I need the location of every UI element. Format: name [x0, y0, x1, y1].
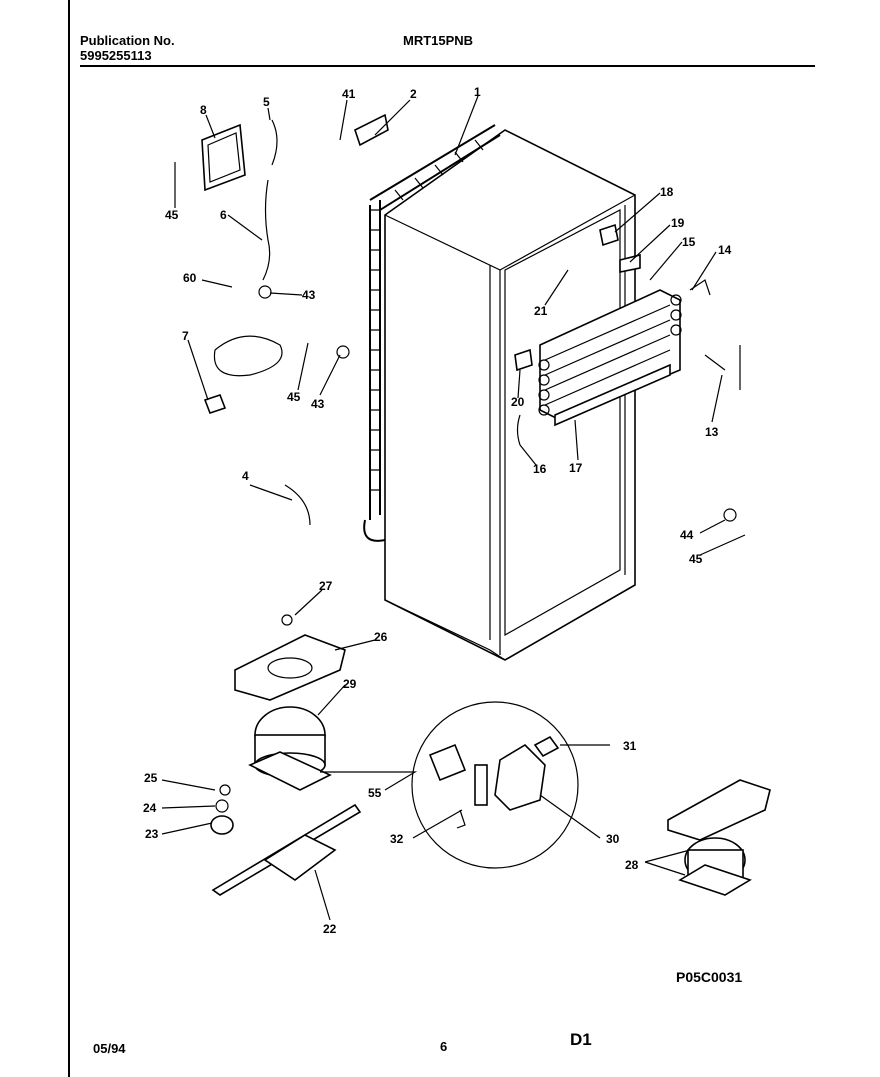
callout-19: 19 — [671, 216, 685, 230]
small-parts-drawing — [201, 113, 741, 626]
callout-45-top: 45 — [165, 208, 179, 222]
callout-45-mid: 45 — [287, 390, 301, 404]
callout-45-right: 45 — [689, 552, 703, 566]
callout-7: 7 — [182, 329, 189, 343]
callout-8: 8 — [200, 103, 207, 117]
callout-29: 29 — [343, 677, 357, 691]
callout-26: 26 — [374, 630, 388, 644]
callout-28: 28 — [625, 858, 639, 872]
callout-15: 15 — [682, 235, 696, 249]
callout-32: 32 — [390, 832, 404, 846]
detail-circle-drawing — [411, 701, 579, 869]
callout-23: 23 — [145, 827, 159, 841]
callout-6: 6 — [220, 208, 227, 222]
callout-44: 44 — [680, 528, 694, 542]
evaporator-drawing — [538, 289, 682, 427]
alt-compressor-drawing — [667, 779, 771, 896]
callout-13: 13 — [705, 425, 719, 439]
footer-section-code: D1 — [570, 1030, 592, 1049]
publication-number: 5995255113 — [80, 48, 152, 63]
callout-43-top: 43 — [302, 288, 316, 302]
callout-24: 24 — [143, 801, 157, 815]
model-number: MRT15PNB — [403, 33, 474, 48]
callout-60: 60 — [183, 271, 197, 285]
footer-date: 05/94 — [93, 1041, 126, 1056]
leader-lines — [161, 95, 746, 921]
callout-31: 31 — [623, 739, 637, 753]
callout-25: 25 — [144, 771, 158, 785]
compressor-drawing — [210, 634, 362, 896]
callout-18: 18 — [660, 185, 674, 199]
figure-code: P05C0031 — [676, 969, 743, 985]
callout-5: 5 — [263, 95, 270, 109]
callout-4: 4 — [242, 469, 249, 483]
callout-22: 22 — [323, 922, 337, 936]
callout-41: 41 — [342, 87, 356, 101]
callout-labels: 1 2 4 5 6 7 8 13 14 15 16 17 18 19 20 21… — [143, 85, 732, 936]
callout-55: 55 — [368, 786, 382, 800]
publication-label: Publication No. — [80, 33, 175, 48]
page-left-border — [68, 0, 70, 1077]
callout-21: 21 — [534, 304, 548, 318]
footer-page-number: 6 — [440, 1039, 448, 1054]
header-rule — [80, 65, 815, 67]
callout-1: 1 — [474, 85, 481, 99]
callout-17: 17 — [569, 461, 583, 475]
callout-2: 2 — [410, 87, 417, 101]
callout-14: 14 — [718, 243, 732, 257]
callout-30: 30 — [606, 832, 620, 846]
callout-27: 27 — [319, 579, 333, 593]
callout-16: 16 — [533, 462, 547, 476]
callout-20: 20 — [511, 395, 525, 409]
callout-43-mid: 43 — [311, 397, 325, 411]
